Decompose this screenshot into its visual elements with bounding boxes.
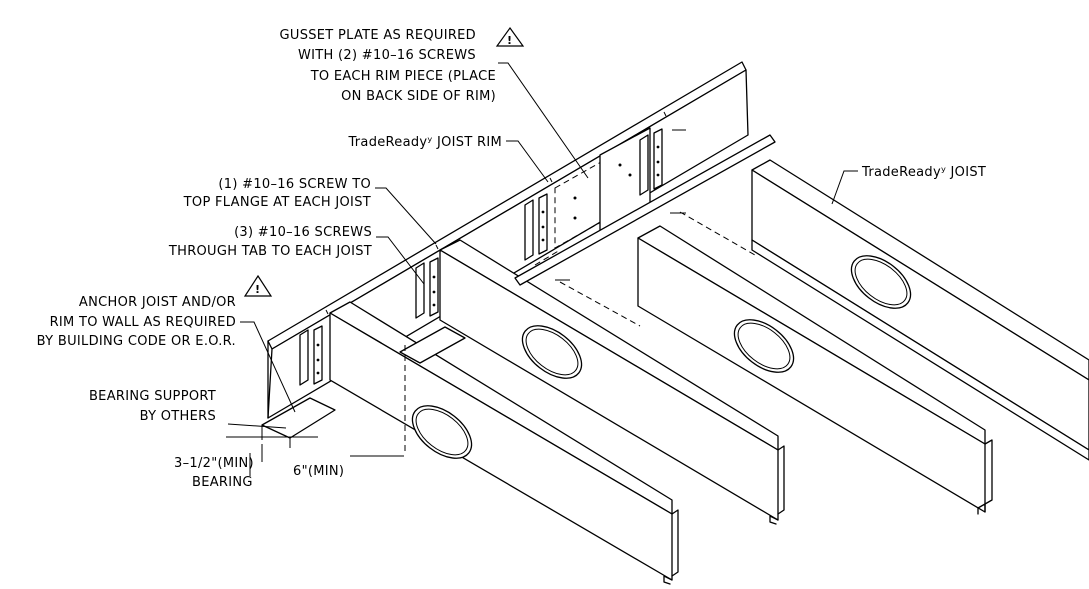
anchor-line-2: RIM TO WALL AS REQUIRED xyxy=(50,315,236,330)
callout-bearing-support: BEARING SUPPORT BY OTHERS xyxy=(89,389,216,424)
bearing-support-line-1: BEARING SUPPORT xyxy=(89,389,216,404)
callout-tab-screws: (3) #10–16 SCREWS THROUGH TAB TO EACH JO… xyxy=(168,225,372,259)
callout-gusset: GUSSET PLATE AS REQUIRED WITH (2) #10–16… xyxy=(280,28,496,104)
gusset-line-2: WITH (2) #10–16 SCREWS xyxy=(298,48,476,63)
tab-screws-line-2: THROUGH TAB TO EACH JOIST xyxy=(168,244,372,259)
gusset-line-3: TO EACH RIM PIECE (PLACE xyxy=(310,69,496,84)
warning-symbol-anchor: ! xyxy=(243,274,273,297)
bearing-dim-line-1: 3–1/2"(MIN) xyxy=(174,456,254,471)
callout-bearing-dim: 3–1/2"(MIN) BEARING xyxy=(174,456,254,490)
anchor-line-3: BY BUILDING CODE OR E.O.R. xyxy=(37,334,236,349)
top-flange-line-2: TOP FLANGE AT EACH JOIST xyxy=(183,195,371,210)
bearing-dim-line-2: BEARING xyxy=(192,475,253,490)
rim-extension xyxy=(404,134,776,455)
leaders xyxy=(226,62,858,476)
bearing-support-line-2: BY OTHERS xyxy=(140,409,216,424)
callout-top-flange: (1) #10–16 SCREW TO TOP FLANGE AT EACH J… xyxy=(183,177,371,210)
callout-joist: TradeReadyʸ JOIST xyxy=(861,165,986,180)
joist-4 xyxy=(751,159,1089,461)
gusset-line-4: ON BACK SIDE OF RIM) xyxy=(341,89,496,104)
callout-six-inch: 6"(MIN) xyxy=(293,464,344,479)
joist-3 xyxy=(637,225,993,515)
callout-rim: TradeReadyʸ JOIST RIM xyxy=(347,135,502,150)
tab-screw-clips xyxy=(299,128,663,386)
gusset-line-1: GUSSET PLATE AS REQUIRED xyxy=(280,28,477,43)
top-flange-line-1: (1) #10–16 SCREW TO xyxy=(218,177,371,192)
svg-text:!: ! xyxy=(507,34,512,47)
warning-symbol-gusset: ! xyxy=(495,26,525,47)
svg-text:!: ! xyxy=(255,283,260,296)
tab-screws-line-1: (3) #10–16 SCREWS xyxy=(234,225,372,240)
callout-anchor: ANCHOR JOIST AND/OR RIM TO WALL AS REQUI… xyxy=(37,295,236,349)
joist-2 xyxy=(439,239,785,525)
anchor-line-1: ANCHOR JOIST AND/OR xyxy=(79,295,236,310)
